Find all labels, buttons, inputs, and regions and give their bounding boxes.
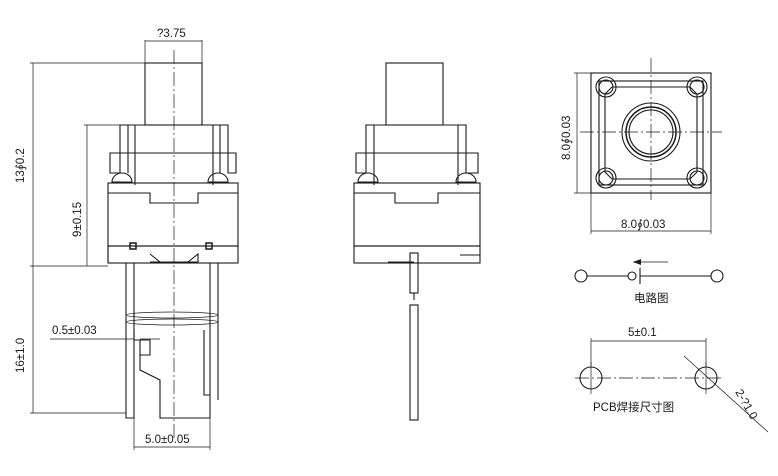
frame-top <box>109 124 237 174</box>
plunger-dim-label: ?3.75 <box>157 28 186 40</box>
total-height-label: 13∮0.2 <box>14 148 27 183</box>
side-lead <box>409 304 419 421</box>
square-width-label: 8.0∮0.03 <box>621 218 665 231</box>
front-view: ?3.75 13∮0.2 <box>14 28 239 450</box>
lead-pitch-label: 5.0±0.05 <box>145 434 190 446</box>
top-view: 8.0∮0.03 8.0∮0.03 <box>560 58 722 234</box>
plunger <box>144 62 203 126</box>
base <box>107 245 239 264</box>
hole-diameter-label: 2-?1.0 <box>732 388 759 422</box>
side-view <box>353 62 481 421</box>
side-plunger <box>385 62 444 126</box>
hole-leader <box>683 355 769 433</box>
square-height-label: 8.0∮0.03 <box>560 116 573 160</box>
left-bump <box>111 172 133 183</box>
pcb-layout: 5±0.1 2-?1.0 PCB焊接尺寸图 <box>575 327 769 433</box>
lead-thickness-label: 0.5±0.03 <box>52 325 97 337</box>
corner-hole-tl <box>595 76 617 98</box>
corner-hole-br <box>686 167 708 189</box>
circuit-diagram: 电路图 <box>574 259 724 305</box>
circuit-terminal-right <box>710 269 724 283</box>
pcb-pitch-label: 5±0.1 <box>628 327 657 339</box>
corner-hole-bl <box>595 167 617 189</box>
lead-kink <box>133 330 151 356</box>
corner-hole-tr <box>686 76 708 98</box>
right-bump <box>207 172 229 183</box>
body-height-label: 9±0.15 <box>72 202 84 237</box>
circuit-label: 电路图 <box>634 291 669 305</box>
pcb-layout-label: PCB焊接尺寸图 <box>593 400 674 414</box>
lead-length-label: 16±1.0 <box>15 338 27 373</box>
circuit-terminal-left <box>574 269 588 283</box>
